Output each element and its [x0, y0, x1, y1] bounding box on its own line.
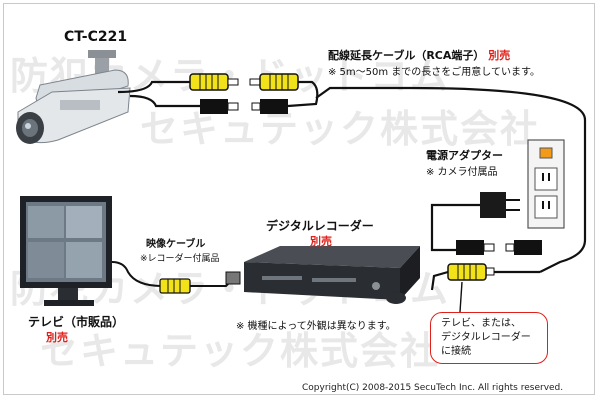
cable-sold-separately: 別売 [488, 49, 511, 62]
rca-connector-upper-pair [189, 73, 299, 91]
watermark-line-4: セキュテック株式会社 [40, 329, 441, 373]
video-cable-note: ※レコーダー付属品 [140, 254, 220, 264]
adapter-title: 電源アダプター [426, 149, 503, 162]
power-adapter [430, 192, 520, 252]
callout-line-1: テレビ、または、 [441, 318, 521, 329]
video-cable-title: 映像ケーブル [146, 239, 206, 250]
recorder-title: デジタルレコーダー [266, 219, 374, 233]
camera-image [16, 50, 131, 144]
camera-model-label: CT-C221 [64, 29, 128, 45]
adapter-note: ※ カメラ付属品 [426, 167, 498, 178]
callout-line-2: デジタルレコーダー [441, 332, 531, 343]
diagram-frame [3, 3, 595, 395]
appearance-note: ※ 機種によって外観は異なります。 [236, 321, 396, 332]
rca-connector-right [430, 263, 540, 313]
dc-connector-lower-pair [200, 99, 288, 114]
cable-title-text: 配線延長ケーブル（RCA端子） [328, 49, 485, 62]
connection-callout: テレビ、または、 デジタルレコーダー に接続 [430, 312, 548, 364]
tv-image [20, 196, 112, 306]
tv-sold-separately: 別売 [46, 331, 68, 344]
watermark-line-2: セキュテック株式会社 [140, 107, 541, 151]
recorder-image [244, 246, 420, 304]
power-outlet [527, 139, 565, 229]
recorder-sold-separately: 別売 [310, 235, 332, 248]
video-cable [111, 261, 241, 294]
callout-line-3: に接続 [441, 346, 471, 357]
cable-note: ※ 5m～50m までの長さをご用意しています。 [328, 67, 541, 78]
tv-title: テレビ（市販品） [28, 315, 125, 329]
cable-title: 配線延長ケーブル（RCA端子） 別売 [328, 50, 510, 61]
dc-connector-right-pair [456, 240, 542, 255]
copyright: Copyright(C) 2008-2015 SecuTech Inc. All… [302, 383, 564, 393]
